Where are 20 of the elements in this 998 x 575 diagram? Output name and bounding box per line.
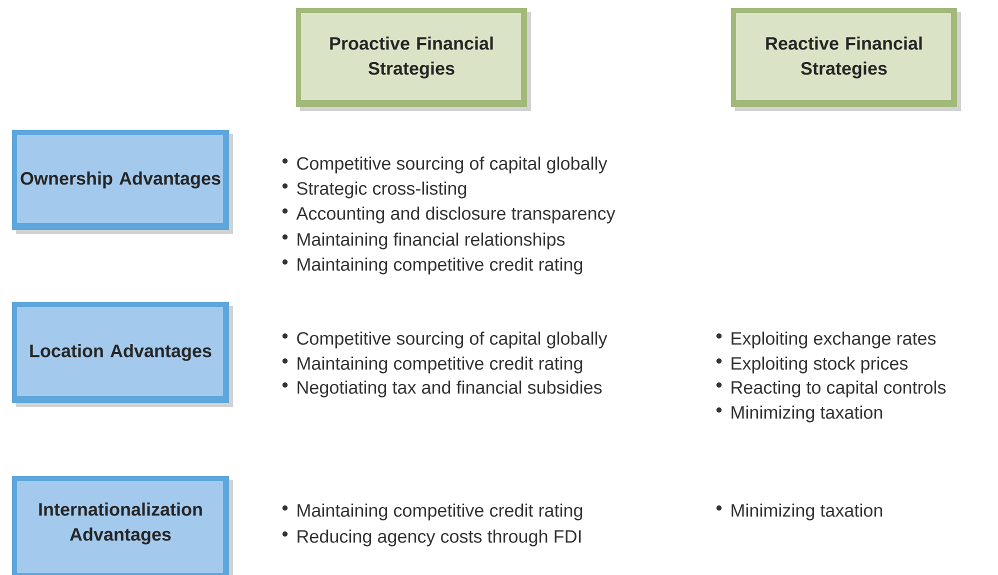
bullet-item: Exploiting exchange rates [716, 332, 936, 348]
bullet-item: Maintaining competitive credit rating [282, 258, 582, 274]
bullet-item: Negotiating tax and financial subsidies [282, 380, 602, 398]
bullet-item: Minimizing taxation [716, 406, 882, 422]
bullet-item: Maintaining financial relationships [282, 232, 565, 250]
bullet-item: Competitive sourcing of capital globally [282, 156, 608, 174]
bullet-item: Accounting and disclosure transparency [282, 206, 616, 224]
column-header-box: Reactive Financial Strategies [731, 8, 961, 111]
bullet-item: Maintaining competitive credit rating [282, 504, 582, 520]
bullet-item: Strategic cross-listing [282, 182, 466, 198]
bullet-item: Exploiting stock prices [716, 356, 908, 374]
row-header-box: Internationalization Advantages [12, 476, 233, 575]
row-header-box: Ownership Advantages [12, 130, 233, 234]
bullet-item: Maintaining competitive credit rating [282, 356, 582, 374]
row-header-box: Location Advantages [12, 302, 233, 407]
bullet-item: Competitive sourcing of capital globally [282, 332, 608, 348]
bullet-item: Reacting to capital controls [716, 380, 946, 398]
bullet-item: Minimizing taxation [716, 504, 882, 520]
column-header-box: Proactive Financial Strategies [296, 8, 531, 111]
bullet-item: Reducing agency costs through FDI [282, 530, 581, 546]
